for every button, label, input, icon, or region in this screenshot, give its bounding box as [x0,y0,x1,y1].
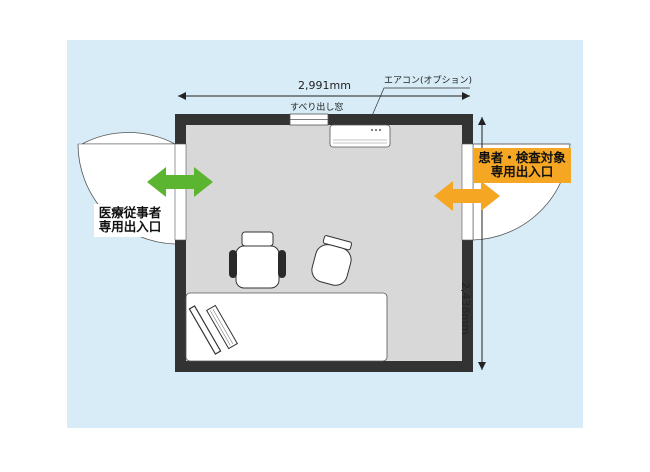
height-dimension-label: 2,438mm [459,282,472,335]
left-door-swing-top [81,132,176,145]
patient-entrance-label: 患者・検査対象 専用出入口 [473,148,571,183]
office-chair-icon [229,231,286,289]
aircon-leader-line [367,87,470,126]
width-dimension-label: 2,991mm [298,79,351,92]
staff-entrance-arrow [147,167,213,197]
patient-entrance-line2: 専用出入口 [490,164,554,180]
patient-entrance-line1: 患者・検査対象 [478,150,566,165]
aircon-label: エアコン(オプション) [384,76,473,86]
keyboard-icon [205,304,239,350]
stool-chair-icon [311,235,353,286]
staff-entrance-line2: 専用出入口 [98,219,162,235]
air-conditioner [329,124,391,148]
patient-entrance-arrow [434,181,500,211]
monitor-icon [188,305,222,355]
left-door-opening [174,143,187,241]
sliding-window-label: すべり出し窓 [290,103,344,113]
staff-entrance-label: 医療従事者 専用出入口 [94,204,166,237]
staff-entrance-line1: 医療従事者 [98,205,162,220]
